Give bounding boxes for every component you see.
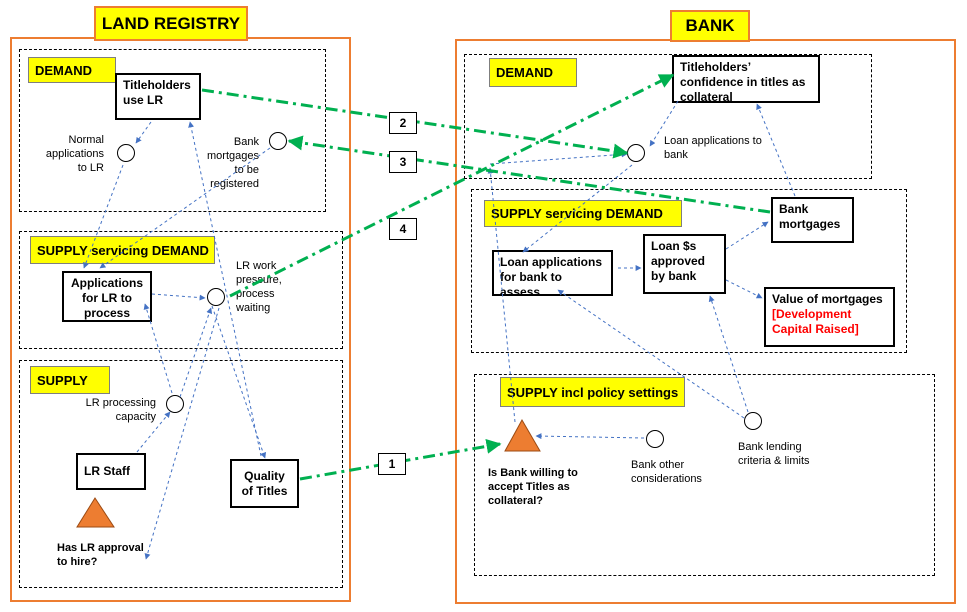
bank-demand-label: DEMAND: [489, 58, 577, 87]
blue-link: [487, 167, 516, 423]
value-of-mortgages-node: Value of mortgages [Development Capital …: [764, 287, 895, 347]
development-capital-text: [Development Capital Raised]: [772, 307, 859, 336]
blue-link: [725, 279, 763, 299]
lr-staff-node: LR Staff: [76, 453, 146, 490]
bank-demand-section: [464, 54, 872, 179]
bank-lending-circle: [744, 412, 762, 430]
loan-applications-assess-node: Loan applications for bank to assess: [492, 250, 613, 299]
bank-willing-triangle: [504, 418, 541, 452]
blue-link: [135, 121, 152, 144]
lr-processing-capacity-circle: [166, 395, 184, 413]
bank-title: BANK: [670, 10, 750, 42]
green-link-4: [229, 73, 675, 298]
has-lr-approval-triangle: [76, 497, 115, 528]
lr-supply-servicing-label: SUPPLY servicing DEMAND: [30, 236, 215, 264]
quality-of-titles-node: Quality of Titles: [230, 459, 299, 508]
value-of-mortgages-text: Value of mortgages: [772, 292, 883, 306]
loan-approved-node: Loan $s approved by bank: [643, 234, 726, 294]
bank-mortgages-registered-label: Bank mortgages to be registered: [207, 136, 259, 190]
titleholders-confidence-node: Titleholders’ confidence in titles as co…: [672, 55, 820, 104]
blue-link: [83, 164, 124, 269]
normal-applications-circle: [117, 144, 135, 162]
bank-other-label: Bank other considerations: [631, 459, 702, 485]
blue-link: [211, 305, 267, 459]
blue-link: [535, 433, 645, 440]
blue-link: [136, 411, 171, 453]
blue-link: [649, 100, 679, 147]
bank-supply-servicing-section: [471, 189, 907, 353]
loan-applications-to-bank-label: Loan applications to bank: [664, 135, 762, 161]
lr-supply-section: [19, 360, 343, 588]
blue-link: [151, 293, 206, 301]
blue-link: [179, 307, 213, 398]
bank-supply-policy-label: SUPPLY incl policy settings: [500, 377, 685, 407]
link-number-3: 3: [389, 151, 417, 173]
blue-link: [188, 121, 262, 457]
green-link-2: [201, 88, 629, 159]
link-number-1: 1: [378, 453, 406, 475]
has-lr-approval-label: Has LR approval to hire?: [57, 542, 144, 568]
link-number-4: 4: [389, 218, 417, 240]
green-link-3: [287, 135, 771, 214]
blue-link: [708, 295, 749, 413]
blue-link: [99, 147, 271, 269]
blue-link: [144, 307, 220, 560]
applications-for-lr-node: Applications for LR to process: [62, 271, 152, 322]
bank-willing-label: Is Bank willing to accept Titles as coll…: [488, 467, 578, 507]
bank-supply-policy-section: [474, 374, 935, 576]
bank-lending-label: Bank lending criteria & limits: [738, 441, 810, 467]
bank-other-circle: [646, 430, 664, 448]
link-number-2: 2: [389, 112, 417, 134]
blue-link: [725, 221, 769, 250]
lr-work-pressure-circle: [207, 288, 225, 306]
blue-link: [143, 303, 173, 394]
land-registry-title: LAND REGISTRY: [94, 6, 248, 41]
normal-applications-label: Normal applications to LR: [45, 134, 104, 174]
lr-processing-capacity-label: LR processing capacity: [85, 397, 156, 423]
blue-link: [522, 164, 633, 253]
blue-link: [489, 151, 628, 165]
blue-link: [557, 289, 745, 419]
titleholders-use-lr-node: Titleholders use LR: [115, 73, 201, 120]
lr-demand-section: [19, 49, 326, 212]
lr-supply-label: SUPPLY: [30, 366, 110, 394]
lr-supply-servicing-section: [19, 231, 343, 349]
bank-mortgages-node: Bank mortgages: [771, 197, 854, 243]
bank-mortgages-registered-circle: [269, 132, 287, 150]
lr-demand-label: DEMAND: [28, 57, 116, 83]
blue-link: [756, 103, 796, 197]
